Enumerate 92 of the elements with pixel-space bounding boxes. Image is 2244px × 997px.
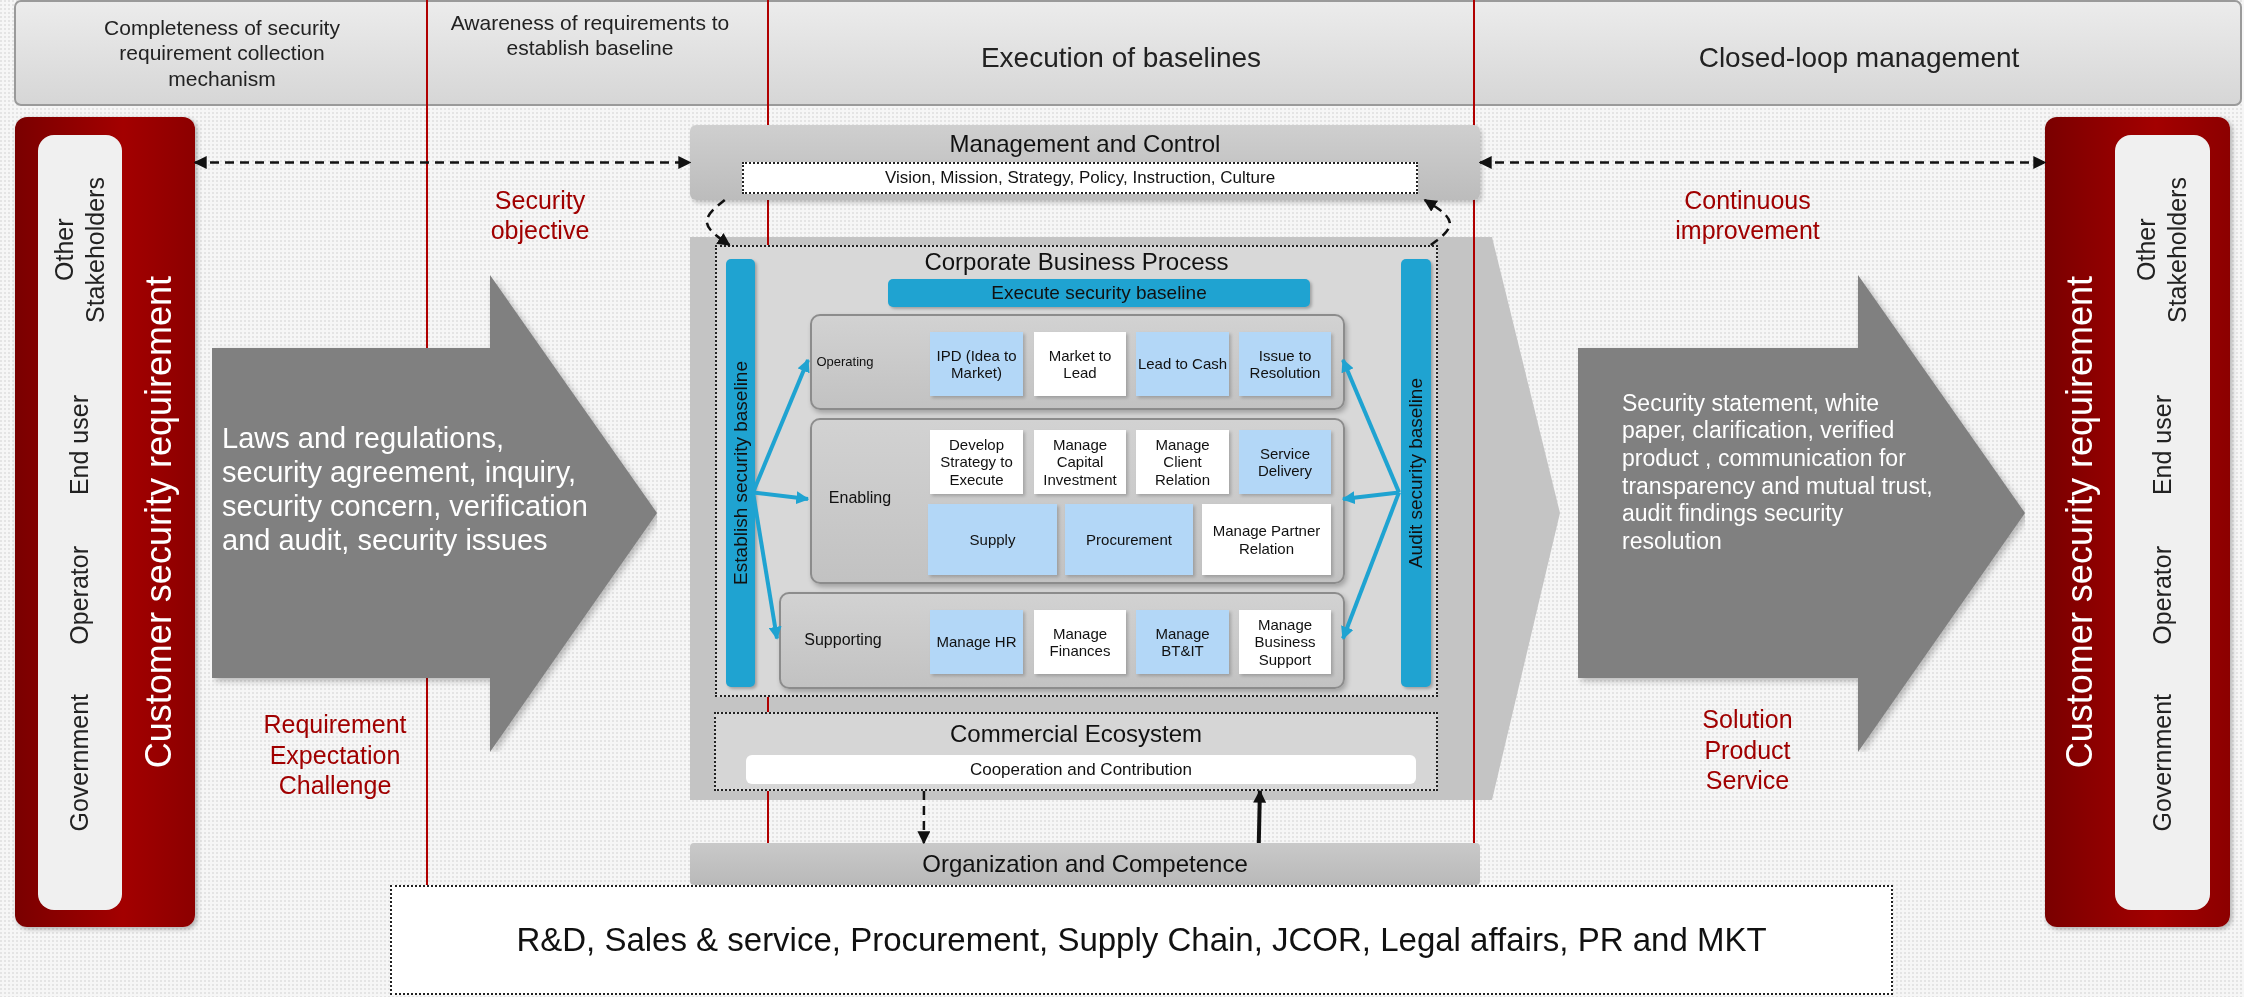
- stakeholder-panel: [38, 135, 122, 910]
- process-box: [1202, 504, 1331, 575]
- dashed-arrow: [1478, 156, 2047, 169]
- box-label: Procurement: [1086, 530, 1172, 549]
- box-label: Manage BT&IT: [1154, 624, 1211, 660]
- bar-label: Audit security baseline: [1405, 377, 1427, 569]
- box-label: Vision, Mission, Strategy, Policy, Instruction, Culture: [884, 168, 1276, 188]
- box-label: Manage Business Support: [1253, 616, 1317, 668]
- panel-title: Management and Control: [949, 130, 1221, 158]
- process-box: [1239, 610, 1331, 674]
- arrow: [1341, 358, 1401, 494]
- arrow: [1341, 491, 1401, 640]
- process-box: [1034, 332, 1126, 396]
- arrow-text: Security statement, white paper, clarification, verified product , communication for transparency and mutual trust, audit findings security resolution: [1622, 389, 1934, 556]
- dashed-arrow: [1423, 198, 1451, 246]
- dotted-box: [390, 885, 1893, 995]
- competence-bar: [690, 843, 1480, 885]
- process-band: [810, 314, 1345, 410]
- requirement-panel: [2045, 117, 2230, 927]
- panel-title: Corporate Business Process: [924, 248, 1229, 276]
- box-label: Service Delivery: [1256, 444, 1314, 480]
- process-panel: [715, 245, 1438, 697]
- process-box: [1034, 430, 1126, 494]
- panel-title: Customer security requirement: [137, 275, 180, 769]
- stakeholder-label: End user: [64, 394, 95, 496]
- stakeholder-label: End user: [2146, 394, 2177, 496]
- arrow-text: Laws and regulations, security agreement, inquiry, security concern, verification and audit, security issues: [222, 422, 589, 558]
- baseline-bar: [1401, 259, 1431, 687]
- process-band: [779, 592, 1345, 689]
- bar-label: Establish security baseline: [729, 361, 752, 585]
- band-label: Supporting: [804, 630, 882, 650]
- arrow: [1253, 789, 1267, 844]
- process-box: [1239, 332, 1331, 396]
- box-label: Cooperation and Contribution: [969, 759, 1193, 780]
- bar-label: Execute security baseline: [991, 282, 1207, 304]
- process-box: [1136, 332, 1229, 396]
- stakeholder-label: Other Stakeholders: [2131, 176, 2193, 325]
- process-box: [1136, 610, 1229, 674]
- process-box: [1034, 610, 1126, 674]
- dashed-arrow: [917, 791, 931, 845]
- box-label: Manage Capital Investment: [1042, 436, 1118, 488]
- panel-title: Customer security requirement: [2059, 275, 2101, 769]
- stakeholder-label: Other Stakeholders: [48, 176, 110, 325]
- process-box: [1239, 430, 1331, 494]
- band-label: Operating: [816, 354, 874, 370]
- management-panel: [690, 125, 1480, 200]
- column-heading: Closed-loop management: [1698, 41, 2020, 75]
- rounded-box: [746, 755, 1416, 784]
- bar-label: Organization and Competence: [922, 850, 1248, 878]
- box-label: Issue to Resolution: [1248, 346, 1322, 382]
- dotted-box: [742, 162, 1418, 194]
- column-heading: Completeness of security requirement collection mechanism: [103, 15, 341, 91]
- process-box: [928, 504, 1057, 575]
- box-label: Develop Strategy to Execute: [939, 436, 1014, 488]
- stakeholder-panel: [2115, 135, 2210, 910]
- box-label: Manage Partner Relation: [1211, 522, 1322, 557]
- flow-caption: Security objective: [489, 184, 591, 246]
- band-label: Enabling: [828, 488, 892, 508]
- box-label: R&D, Sales & service, Procurement, Supply Chain, JCOR, Legal affairs, PR and MKT: [516, 921, 1767, 959]
- process-band: [810, 418, 1345, 584]
- process-box: [930, 332, 1023, 396]
- arrow: [752, 490, 810, 505]
- box-label: Manage HR: [936, 633, 1017, 651]
- arrow: [1341, 490, 1400, 505]
- box-label: IPD (Idea to Market): [935, 346, 1018, 382]
- box-label: Manage Client Relation: [1153, 436, 1211, 488]
- stakeholder-label: Operator: [64, 545, 95, 645]
- panel-title: Commercial Ecosystem: [949, 720, 1202, 748]
- box-label: Market to Lead: [1047, 346, 1113, 382]
- process-box: [930, 430, 1023, 494]
- process-box: [1065, 504, 1193, 575]
- baseline-bar: [726, 259, 755, 687]
- ecosystem-panel: [714, 712, 1438, 791]
- box-label: Manage Finances: [1048, 624, 1112, 660]
- stakeholder-label: Operator: [2146, 545, 2177, 645]
- flow-caption: Requirement Expectation Challenge: [262, 709, 408, 801]
- process-box: [1136, 430, 1229, 494]
- baseline-bar: [888, 279, 1310, 307]
- stakeholder-label: Government: [64, 693, 95, 832]
- box-label: Supply: [969, 530, 1016, 549]
- dashed-arrow: [193, 156, 692, 169]
- flow-caption: Solution Product Service: [1701, 704, 1794, 796]
- stakeholder-label: Government: [2146, 693, 2177, 832]
- arrow: [751, 492, 782, 640]
- arrow: [751, 358, 810, 494]
- column-heading: Awareness of requirements to establish baseline: [449, 9, 731, 61]
- box-label: Lead to Cash: [1137, 355, 1228, 373]
- dashed-arrow: [705, 199, 731, 247]
- flow-caption: Continuous improvement: [1674, 184, 1821, 246]
- process-box: [930, 610, 1023, 674]
- requirement-panel: [15, 117, 195, 927]
- column-heading: Execution of baselines: [980, 41, 1262, 75]
